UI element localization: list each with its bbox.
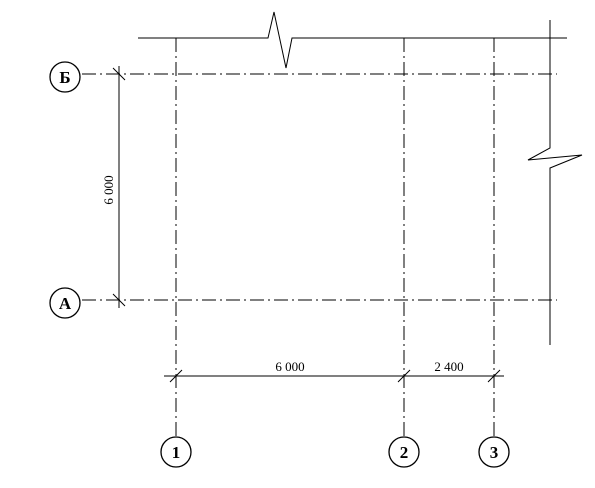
axis-label-b: Б: [59, 68, 70, 87]
axis-bubble-3: 3: [478, 436, 510, 468]
axis-label-1: 1: [172, 443, 181, 462]
axis-bubble-b: Б: [49, 61, 81, 93]
axis-label-3: 3: [490, 443, 499, 462]
axis-label-2: 2: [400, 443, 409, 462]
axis-bubble-1: 1: [160, 436, 192, 468]
vertical-dimension-label: 6 000: [101, 175, 116, 204]
axis-label-a: А: [59, 294, 72, 313]
vertical-dimension: 6 000: [101, 66, 126, 308]
horizontal-dimension-label-2: 2 400: [434, 359, 463, 374]
horizontal-dimension: 6 000 2 400: [164, 359, 504, 383]
top-wall-break-line: [138, 11, 567, 69]
horizontal-dimension-label-1: 6 000: [275, 359, 304, 374]
right-wall-break-line: [527, 20, 583, 345]
axis-bubble-2: 2: [388, 436, 420, 468]
axis-bubble-a: А: [49, 287, 81, 319]
